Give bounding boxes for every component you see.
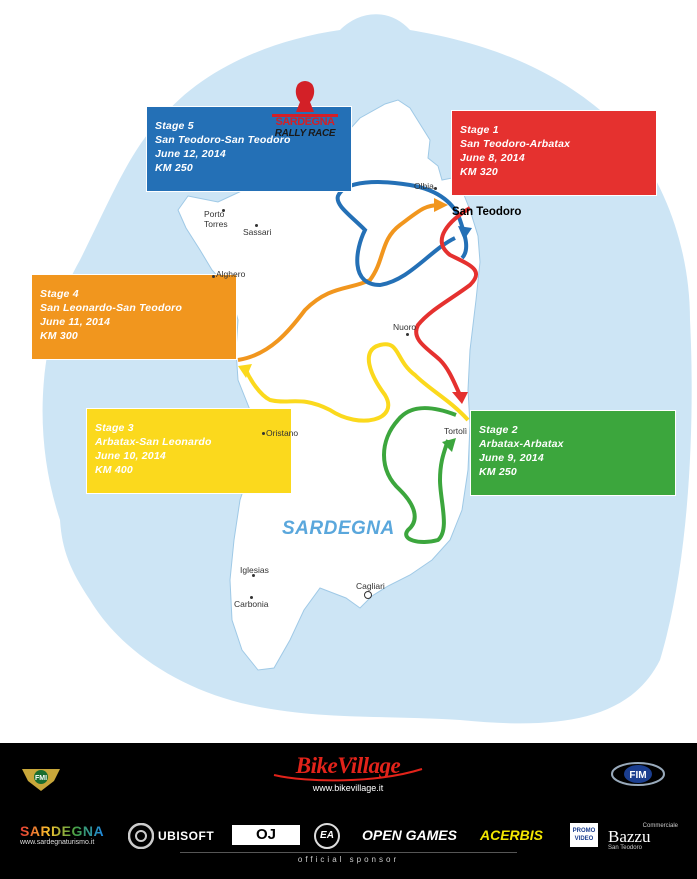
stage-2-box: Stage 2 Arbatax-Arbatax June 9, 2014 KM … (470, 410, 676, 496)
route-stage-2 (382, 406, 457, 544)
fim-logo: FIM (610, 761, 666, 787)
stage-4-box: Stage 4 San Leonardo-San Teodoro June 11… (31, 274, 237, 360)
open-games-wordmark: OPEN GAMES (362, 827, 457, 843)
city-iglesias: Iglesias (240, 565, 269, 575)
rally-route-map: Stage 1 San Teodoro-Arbatax June 8, 2014… (31, 14, 692, 724)
city-cagliari: Cagliari (356, 581, 385, 591)
sponsor-oj: OJ (232, 823, 304, 849)
official-sponsor-caption: official sponsor (297, 855, 400, 864)
city-porto-torres-2: Torres (204, 219, 228, 229)
oj-badge: OJ (232, 825, 300, 845)
stage-5-box: Stage 5 San Teodoro-San Teodoro June 12,… (146, 106, 352, 192)
cagliari-marker (364, 591, 372, 599)
stage-4-route: San Leonardo-San Teodoro (40, 302, 183, 314)
city-olbia: Olbia (414, 181, 434, 191)
sassari-marker (255, 224, 258, 227)
rally-logo-line1: SARDEGNA (275, 116, 335, 128)
route-stage-3-arrow (238, 364, 252, 378)
fmi-logo: FMI (20, 761, 62, 793)
oj-wordmark: OJ (255, 826, 276, 843)
stage-1-title: Stage 1 (460, 124, 499, 136)
ea-wordmark: EA (320, 830, 334, 841)
sardegna-rally-race-logo: SARDEGNA RALLY RACE (270, 78, 340, 140)
stage-1-distance: KM 320 (460, 166, 498, 178)
bikevillage-logo: BikeVillage (268, 749, 428, 783)
stage-3-distance: KM 400 (95, 464, 133, 476)
sardegna-text: SARDEGNA (20, 823, 105, 839)
route-stage-2-arrow (442, 438, 456, 452)
rally-logo-line2: RALLY RACE (274, 128, 336, 139)
stage-4-date: June 11, 2014 (40, 316, 111, 328)
fim-emblem-icon: FIM (611, 762, 665, 786)
stage-3-date: June 10, 2014 (95, 450, 166, 462)
route-stage-1-arrow (452, 392, 468, 404)
stage-2-distance: KM 250 (479, 466, 517, 478)
stage-5-distance: KM 250 (155, 162, 193, 174)
sponsor-promo-video: PROMO VIDEO (570, 823, 600, 849)
fmi-logo-text: FMI (35, 775, 47, 782)
promo-wordmark: PROMO VIDEO (572, 828, 596, 842)
stage-2-title: Stage 2 (479, 424, 518, 436)
bikevillage-swoosh-icon (273, 768, 423, 782)
route-stage-5-arrow (458, 226, 472, 240)
sponsor-sardegna: SARDEGNA www.sardegnaturismo.it (20, 823, 116, 849)
sponsor-bazzu: Commerciale Bazzu San Teodoro (608, 823, 684, 851)
route-stage-5 (335, 180, 469, 288)
bazzu-subtext: San Teodoro (608, 845, 642, 851)
ea-badge: EA (314, 823, 340, 849)
bazzu-small-text: Commerciale (642, 823, 678, 829)
ubisoft-swirl-icon (128, 823, 154, 849)
sponsor-acerbis: ACERBIS (480, 827, 560, 853)
route-stage-3 (243, 342, 470, 423)
route-stage-4-arrow (434, 198, 448, 212)
acerbis-wordmark: ACERBIS (480, 827, 544, 843)
stage-5-title: Stage 5 (155, 120, 194, 132)
city-nuoro: Nuoro (393, 322, 417, 332)
stage-3-box: Stage 3 Arbatax-San Leonardo June 10, 20… (86, 408, 292, 494)
sardegna-wordmark: SARDEGNA (20, 823, 116, 839)
city-carbonia: Carbonia (234, 599, 269, 609)
alghero-marker (212, 275, 215, 278)
official-divider (180, 852, 517, 853)
iglesias-marker (252, 574, 255, 577)
city-tortoli: Tortolì (444, 426, 468, 436)
bazzu-wordmark: Bazzu (608, 827, 651, 846)
route-stage-4 (237, 203, 441, 362)
stage-4-title: Stage 4 (40, 288, 79, 300)
stage-2-route: Arbatax-Arbatax (479, 438, 564, 450)
sponsor-open-games: OPEN GAMES (362, 827, 470, 853)
bikevillage-url: www.bikevillage.it (312, 783, 384, 793)
stage-1-route: San Teodoro-Arbatax (460, 138, 571, 150)
oristano-marker (262, 432, 265, 435)
city-oristano: Oristano (266, 428, 299, 438)
bikevillage-wordmark: BikeVillage (295, 753, 401, 778)
stage-3-title: Stage 3 (95, 422, 134, 434)
fmi-emblem-icon: FMI (22, 769, 60, 791)
carbonia-marker (250, 596, 253, 599)
route-stage-1 (414, 206, 479, 396)
start-finish-label: San Teodoro (452, 206, 522, 218)
stage-1-box: Stage 1 San Teodoro-Arbatax June 8, 2014… (451, 110, 657, 196)
stage-3-route: Arbatax-San Leonardo (95, 436, 212, 448)
sponsor-ea: EA (314, 823, 344, 849)
city-alghero: Alghero (216, 269, 246, 279)
sponsor-footer: FMI BikeVillage www.bikevillage.it FIM S… (0, 743, 697, 879)
city-porto-torres-1: Porto (204, 209, 225, 219)
promo-badge: PROMO VIDEO (570, 823, 598, 847)
sardegna-url: www.sardegnaturismo.it (20, 839, 95, 846)
sponsor-ubisoft: UBISOFT (128, 823, 224, 849)
stage-5-route: San Teodoro-San Teodoro (155, 134, 291, 146)
city-sassari: Sassari (243, 227, 272, 237)
porto-torres-marker (222, 209, 225, 212)
stage-2-date: June 9, 2014 (479, 452, 544, 464)
rally-emblem-icon (272, 81, 338, 117)
island-name-label: SARDEGNA (282, 518, 395, 539)
nuoro-marker (406, 333, 409, 336)
stage-5-date: June 12, 2014 (155, 148, 226, 160)
stage-1-date: June 8, 2014 (460, 152, 525, 164)
fim-logo-text: FIM (629, 770, 646, 781)
ubisoft-wordmark: UBISOFT (158, 829, 215, 843)
olbia-marker (434, 187, 437, 190)
stage-4-distance: KM 300 (40, 330, 78, 342)
